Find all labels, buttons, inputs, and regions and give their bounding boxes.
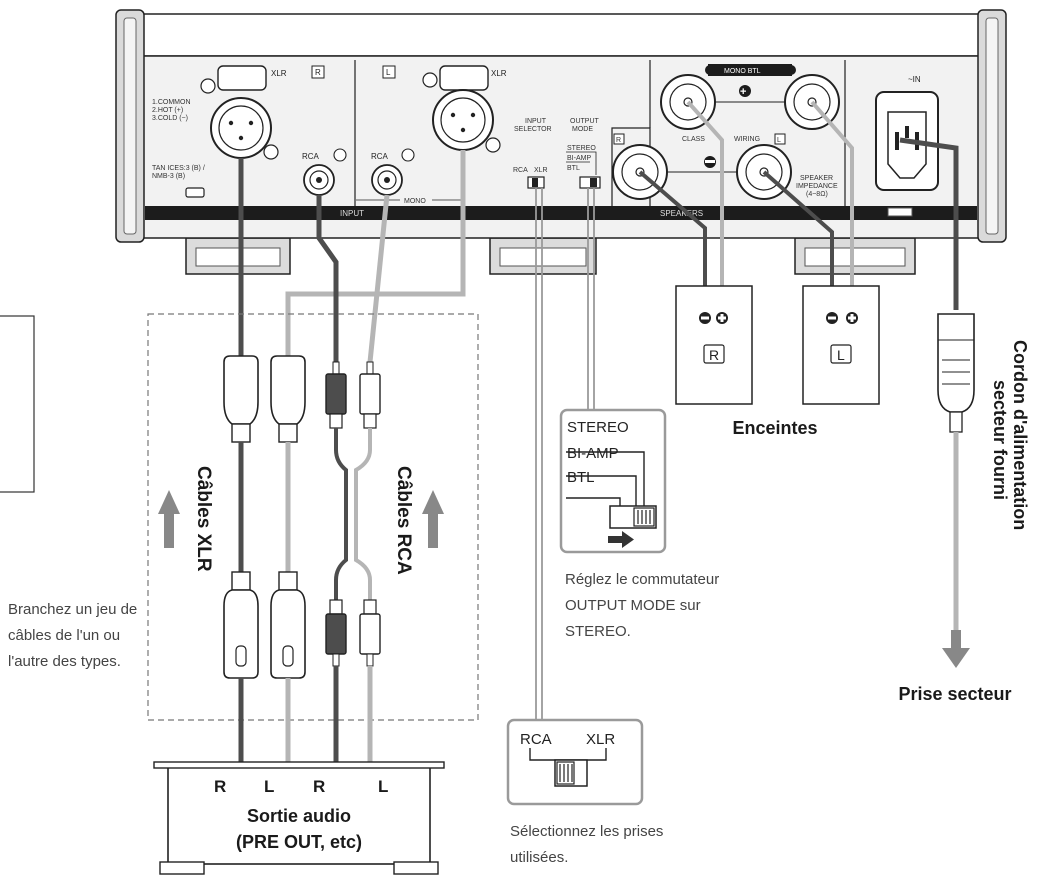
pin-legend-3: 3.COLD (−) — [152, 115, 188, 122]
rca-cables-label: Câbles RCA — [393, 466, 414, 575]
callout-xlr: XLR — [586, 731, 615, 748]
cable-options-box — [147, 313, 479, 721]
panel-stripe — [145, 206, 977, 220]
arrow-right-icon — [608, 531, 634, 548]
panel-switch-biamp: BI-AMP — [567, 155, 591, 162]
panel-switch-xlr: XLR — [534, 167, 548, 174]
input-selector-label-2: SELECTOR — [514, 126, 552, 133]
class-label: CLASS — [682, 136, 705, 143]
speakers-caption: Enceintes — [732, 418, 817, 438]
svg-text:+: + — [740, 86, 746, 98]
wiring-label: WIRING — [734, 136, 760, 143]
source-title: Sortie audio — [247, 806, 351, 826]
source-channel-4: L — [378, 777, 388, 796]
xlr-label-l: XLR — [491, 69, 507, 78]
source-channel-2: L — [264, 777, 274, 796]
panel-spk-r: R — [616, 137, 621, 144]
xlr-cables-label: Câbles XLR — [193, 466, 214, 572]
xlr-input-r[interactable] — [200, 65, 279, 160]
usb-port[interactable] — [185, 187, 205, 198]
power-plug — [937, 313, 975, 640]
arrow-up-icon — [158, 490, 180, 548]
power-cord-label-2: secteur fourni — [990, 380, 1010, 500]
speaker-label-1: SPEAKER — [800, 175, 833, 182]
rca-label-l: RCA — [371, 152, 389, 161]
arrow-down-icon — [942, 630, 970, 668]
panel-switch-stereo: STEREO — [567, 145, 596, 152]
speaker-right — [675, 285, 753, 405]
cable-instruction-1: Branchez un jeu de — [8, 601, 137, 618]
rca-input-r[interactable] — [303, 148, 347, 196]
input-selector-caption-1: Sélectionnez les prises — [510, 823, 663, 840]
speakers-band-label: SPEAKERS — [660, 209, 703, 218]
output-mode-caption-1: Réglez le commutateur — [565, 571, 719, 588]
arrow-up-icon — [422, 490, 444, 548]
input-selector-caption-2: utilisées. — [510, 849, 568, 866]
output-mode-caption-3: STEREO. — [565, 623, 631, 640]
input-selector-callout — [506, 718, 644, 806]
source-channel-1: R — [214, 777, 226, 796]
output-mode-callout — [559, 408, 667, 554]
ac-in-label: ~IN — [908, 75, 921, 84]
audio-source-device — [153, 761, 445, 875]
xlr-cable-r — [223, 355, 259, 790]
output-mode-label-2: MODE — [572, 126, 593, 133]
panel-switch-rca: RCA — [513, 167, 528, 174]
power-cord-label-1: Cordon d'alimentation — [1010, 340, 1030, 530]
outlet-label: Prise secteur — [898, 684, 1011, 704]
cable-instruction-3: l'autre des types. — [8, 653, 121, 670]
input-selector-label-1: INPUT — [525, 118, 547, 125]
rca-cable-pair — [325, 361, 381, 790]
speaker-left-label: L — [837, 347, 845, 363]
pin-legend-2: 2.HOT (+) — [152, 107, 183, 114]
output-mode-caption-2: OUTPUT MODE sur — [565, 597, 701, 614]
mono-label: MONO — [404, 198, 426, 205]
speaker-left — [802, 285, 880, 405]
panel-switch-btl: BTL — [567, 165, 580, 172]
speaker-right-label: R — [709, 347, 719, 363]
source-channel-3: R — [313, 777, 325, 796]
callout-rca: RCA — [520, 731, 552, 748]
source-subtitle: (PRE OUT, etc) — [236, 832, 362, 852]
rca-input-l[interactable] — [371, 148, 415, 196]
callout-stereo: STEREO — [567, 419, 629, 436]
pin-legend-1: 1.COMMON — [152, 99, 191, 106]
amplifier-rear-panel: INPUT SPEAKERS XLR 1.COMMON 2.HOT (+) 3.… — [115, 9, 1007, 275]
small-print-2: NMB-3 (B) — [152, 173, 185, 180]
cable-runs — [238, 100, 959, 755]
ac-inlet[interactable] — [875, 91, 939, 191]
panel-spk-l: L — [777, 137, 781, 144]
speaker-label-3: (4~8Ω) — [806, 191, 828, 198]
panel-l-tag: L — [386, 68, 391, 77]
mono-btl-label: MONO BTL — [724, 68, 761, 75]
rca-label-r: RCA — [302, 152, 320, 161]
xlr-label-r: XLR — [271, 69, 287, 78]
cable-instruction-2: câbles de l'un ou — [8, 627, 120, 644]
small-print-1: TAN ICES:3 (B) / — [152, 165, 205, 172]
output-mode-label-1: OUTPUT — [570, 118, 600, 125]
xlr-cable-l — [270, 355, 306, 790]
panel-r-tag: R — [315, 68, 321, 77]
callout-btl: BTL — [567, 469, 595, 486]
input-band-label: INPUT — [340, 209, 364, 218]
speaker-label-2: IMPEDANCE — [796, 183, 838, 190]
callout-biamp: BI-AMP — [567, 445, 619, 462]
side-frame — [0, 315, 35, 493]
